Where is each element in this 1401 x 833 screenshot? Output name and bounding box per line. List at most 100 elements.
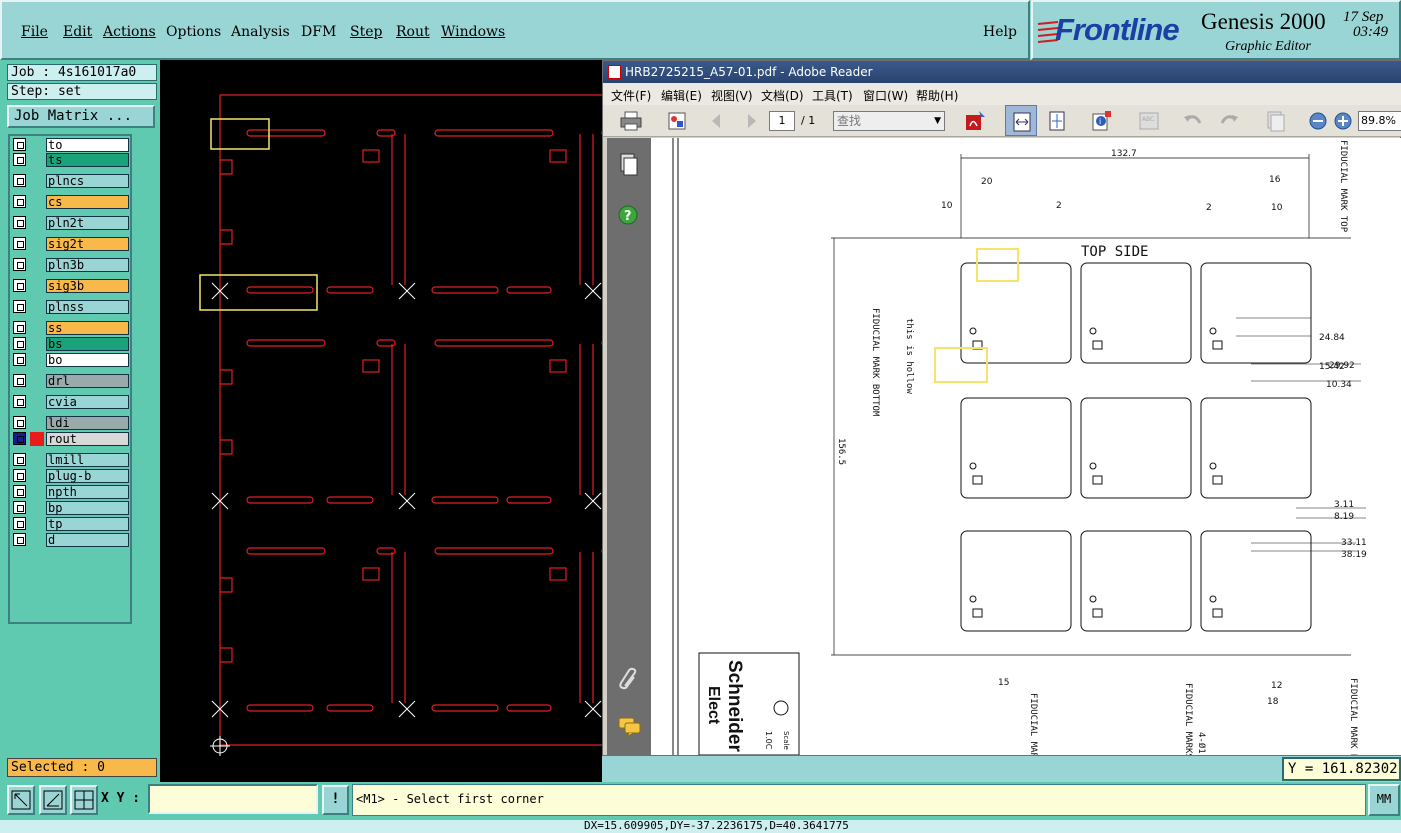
layer-name[interactable]: lmill xyxy=(46,453,129,467)
layer-checkbox[interactable] xyxy=(13,469,26,482)
menu-actions[interactable]: Actions xyxy=(103,24,156,40)
layer-row-to[interactable]: to xyxy=(10,138,130,152)
layer-row-sig3b[interactable]: sig3b xyxy=(10,279,130,293)
layer-row-ts[interactable]: ts xyxy=(10,153,130,167)
job-matrix-button[interactable]: Job Matrix ... xyxy=(7,105,155,128)
menu-analysis[interactable]: Analysis xyxy=(231,24,290,40)
chevron-down-icon[interactable]: ▼ xyxy=(934,116,941,126)
layer-checkbox[interactable] xyxy=(13,279,26,292)
reader-menu-edit[interactable]: 编辑(E) xyxy=(661,89,702,103)
layer-row-plug-b[interactable]: plug-b xyxy=(10,469,130,483)
layer-row-d[interactable]: d xyxy=(10,533,130,547)
layer-name[interactable]: bs xyxy=(46,337,129,351)
layer-name[interactable]: rout xyxy=(46,432,129,446)
layer-checkbox[interactable] xyxy=(13,258,26,271)
layer-checkbox[interactable] xyxy=(13,138,26,151)
zoom-window-button[interactable] xyxy=(7,785,35,815)
layer-checkbox[interactable] xyxy=(13,453,26,466)
properties-icon[interactable] xyxy=(665,109,689,133)
layer-name[interactable]: bp xyxy=(46,501,129,515)
next-page-icon[interactable] xyxy=(738,109,762,133)
layer-name[interactable]: tp xyxy=(46,517,129,531)
layer-name[interactable]: pln2t xyxy=(46,216,129,230)
menu-edit[interactable]: Edit xyxy=(63,24,93,40)
layer-name[interactable]: ts xyxy=(46,153,129,167)
help-icon[interactable]: ? xyxy=(617,204,639,226)
layer-checkbox[interactable] xyxy=(13,337,26,350)
attachments-icon[interactable] xyxy=(617,666,641,692)
zoom-out-icon[interactable] xyxy=(1306,109,1330,133)
grid-button[interactable] xyxy=(70,785,98,815)
menu-options[interactable]: Options xyxy=(166,24,222,40)
layer-row-bs[interactable]: bs xyxy=(10,337,130,351)
layer-name[interactable]: pln3b xyxy=(46,258,129,272)
pages-panel-icon[interactable] xyxy=(617,152,641,178)
layer-name[interactable]: sig3b xyxy=(46,279,129,293)
page-number-input[interactable]: 1 xyxy=(769,111,795,131)
layer-row-npth[interactable]: npth xyxy=(10,485,130,499)
layer-checkbox[interactable] xyxy=(13,153,26,166)
document-info-icon[interactable]: i xyxy=(1090,109,1114,133)
layer-name[interactable]: plncs xyxy=(46,174,129,188)
layer-checkbox[interactable] xyxy=(13,374,26,387)
previous-page-icon[interactable] xyxy=(706,109,730,133)
layer-checkbox[interactable] xyxy=(13,300,26,313)
layer-row-cvia[interactable]: cvia xyxy=(10,395,130,409)
layer-name[interactable]: cvia xyxy=(46,395,129,409)
menu-step[interactable]: Step xyxy=(350,24,383,40)
layer-name[interactable]: cs xyxy=(46,195,129,209)
layer-checkbox[interactable] xyxy=(13,237,26,250)
layer-row-ldi[interactable]: ldi xyxy=(10,416,130,430)
layer-name[interactable]: plug-b xyxy=(46,469,129,483)
reader-title-bar[interactable]: HRB2725215_A57-01.pdf - Adobe Reader xyxy=(603,61,1401,83)
layer-name[interactable]: plnss xyxy=(46,300,129,314)
layer-name[interactable]: to xyxy=(46,138,129,152)
layer-row-bp[interactable]: bp xyxy=(10,501,130,515)
adobe-reader-window[interactable]: HRB2725215_A57-01.pdf - Adobe Reader 文件(… xyxy=(602,60,1401,756)
layer-name[interactable]: npth xyxy=(46,485,129,499)
layer-row-rout[interactable]: rout xyxy=(10,432,130,446)
reader-menu-view[interactable]: 视图(V) xyxy=(711,89,753,103)
layer-name[interactable]: ss xyxy=(46,321,129,335)
layer-checkbox[interactable] xyxy=(13,353,26,366)
layer-checkbox[interactable] xyxy=(13,416,26,429)
layer-checkbox[interactable] xyxy=(13,533,26,546)
layer-row-lmill[interactable]: lmill xyxy=(10,453,130,467)
layer-checkbox[interactable] xyxy=(13,501,26,514)
pages-icon[interactable] xyxy=(1263,109,1287,133)
layer-row-drl[interactable]: drl xyxy=(10,374,130,388)
print-icon[interactable] xyxy=(619,109,643,133)
find-input[interactable]: 查找 ▼ xyxy=(833,111,945,131)
layer-row-cs[interactable]: cs xyxy=(10,195,130,209)
layer-checkbox[interactable] xyxy=(13,395,26,408)
layer-name[interactable]: drl xyxy=(46,374,129,388)
measure-button[interactable] xyxy=(39,785,67,815)
menu-rout[interactable]: Rout xyxy=(396,24,430,40)
menu-file[interactable]: File xyxy=(21,24,48,40)
fit-width-button[interactable] xyxy=(1005,105,1037,136)
layer-row-ss[interactable]: ss xyxy=(10,321,130,335)
units-button[interactable]: MM xyxy=(1368,784,1400,816)
reader-menu-window[interactable]: 窗口(W) xyxy=(863,89,909,103)
layer-name[interactable]: bo xyxy=(46,353,129,367)
menu-help[interactable]: Help xyxy=(983,24,1017,40)
layer-row-plncs[interactable]: plncs xyxy=(10,174,130,188)
reader-menu-tools[interactable]: 工具(T) xyxy=(812,89,853,103)
reader-menu-file[interactable]: 文件(F) xyxy=(611,89,652,103)
zoom-in-icon[interactable] xyxy=(1331,109,1355,133)
menu-dfm[interactable]: DFM xyxy=(301,24,337,40)
layer-row-plnss[interactable]: plnss xyxy=(10,300,130,314)
undo-icon[interactable] xyxy=(1181,109,1205,133)
redo-icon[interactable] xyxy=(1217,109,1241,133)
layer-row-bo[interactable]: bo xyxy=(10,353,130,367)
layer-checkbox[interactable] xyxy=(13,216,26,229)
menu-windows[interactable]: Windows xyxy=(441,24,506,40)
layer-name[interactable]: sig2t xyxy=(46,237,129,251)
layer-checkbox[interactable] xyxy=(13,432,26,445)
xy-coordinate-input[interactable] xyxy=(148,784,318,814)
reader-menu-help[interactable]: 帮助(H) xyxy=(916,89,959,103)
fit-page-icon[interactable] xyxy=(1045,109,1069,133)
spell-check-icon[interactable]: ABC xyxy=(1137,109,1161,133)
create-pdf-icon[interactable] xyxy=(963,109,987,133)
